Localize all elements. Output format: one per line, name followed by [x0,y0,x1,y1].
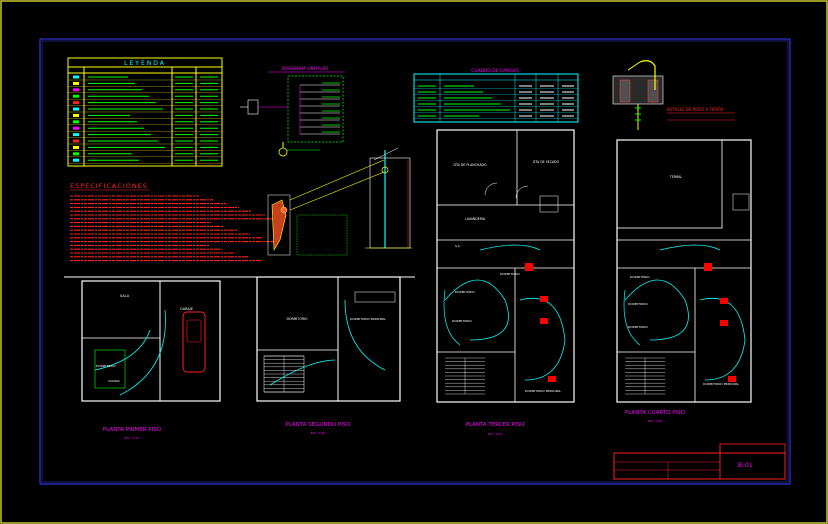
room-label: DORMITORIO [455,290,475,294]
legend-symbol [73,133,79,137]
load-table: CUADRO DE CARGAS [413,68,579,123]
legend-symbol [73,81,79,85]
room-label: DORMITORIO [500,272,520,276]
specifications: ESPECIFICACIONES [70,182,278,262]
plan-title: PLANTA PRIMER PISO [103,427,162,433]
load-table-title: CUADRO DE CARGAS [471,68,519,74]
legend-symbol [73,101,79,105]
plan-scale: ESC. 1/50 [648,419,663,423]
sheet-frame [39,38,791,485]
service-entrance-detail [267,147,412,256]
legend-symbol [73,126,79,130]
room-label: DORMITORIO PRINCIPAL [350,317,386,321]
plan-second-floor: DORMITORIO DORMITORIO PRINCIPAL PLANTA S… [256,276,401,435]
room-label: DTA DE SECADO [533,160,560,164]
diagram-title: DIAGRAMA UNIFILAR [282,66,328,72]
legend-symbol [73,107,79,111]
legend-symbol [73,75,79,79]
title-block: IE-01 [613,443,786,480]
plan-title: PLANTA TERCER PISO [466,422,526,428]
plan-first-floor: SALA GARAJE DORMITORIO COCINA PLANTA PRI… [81,280,221,440]
room-label: DORMITORIO [630,275,650,279]
room-label: LAVANDERIA [465,217,486,221]
legend-title: LEYENDA [124,60,166,67]
room-label: DORMITORIO [628,302,648,306]
plan-third-floor: DTA DE PLANCHADO DTA DE SECADO LAVANDERI… [436,129,575,436]
room-label: DORMITORIO [287,317,308,321]
plan-scale: ESC. 1/50 [488,432,503,436]
single-line-diagram: DIAGRAMA UNIFILAR [240,66,345,157]
room-label: GARAJE [180,307,193,311]
sheet-number: IE-01 [737,462,753,469]
legend-symbol [73,120,79,124]
legend-symbol [73,152,79,156]
plan-scale: ESC. 1/50 [311,431,326,435]
room-label: DORMITORIO PRINCIPAL [525,389,561,393]
room-label: S.S. [455,244,461,248]
room-label: TERRAL [669,175,682,179]
plan-scale: ESC. 1/50 [125,436,140,440]
ground-well-detail: DETALLE DE POZO A TIERRA [612,60,735,130]
ground-well-title: DETALLE DE POZO A TIERRA [667,107,724,112]
legend-symbol [73,145,79,149]
room-label: DORMITORIO [96,364,116,368]
room-label: DTA DE PLANCHADO [454,163,487,167]
room-label: COCINA [108,379,121,383]
room-label: SALA [120,294,130,298]
legend-symbol [73,139,79,143]
room-label: DORMITORIO [628,325,648,329]
legend-table: LEYENDA [67,57,223,167]
legend-symbol [73,88,79,92]
legend-symbol [73,158,79,162]
legend-symbol [73,113,79,117]
room-label: DORMITORIO [452,319,472,323]
plan-title: PLANTA CUARTO PISO [625,410,686,416]
plan-fourth-floor: TERRAL DORMITORIO DORMITORIO DORMITORIO … [616,139,752,423]
legend-symbol [73,94,79,98]
room-label: DORMITORIO PRINCIPAL [703,382,739,386]
sheet-frame-inner [41,40,789,483]
plan-title: PLANTA SEGUNDO PISO [285,422,351,428]
specifications-title: ESPECIFICACIONES [70,182,148,190]
